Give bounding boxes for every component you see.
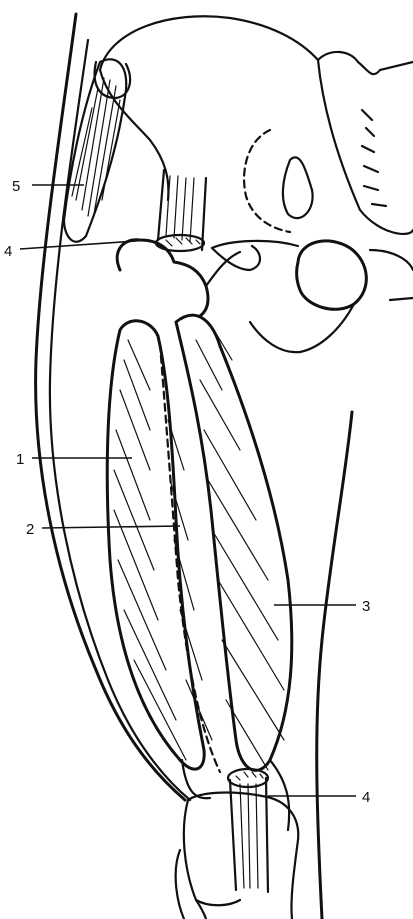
tendon-upper-cut-fibres [166,238,200,246]
label-2: 2 [26,521,34,538]
tendon-upper-fibres [166,176,194,242]
muscle-5-outline [64,59,126,241]
greater-trochanter [117,240,208,316]
label-5: 5 [12,178,20,195]
tibia-left [184,800,206,919]
tendon-lower-cut-fibres [236,772,263,780]
pelvis-body [100,70,168,200]
ischial-spine [283,157,313,218]
label-4-top: 4 [4,243,12,260]
leader-line-4-top [20,240,150,249]
muscle-3-outline [176,315,292,770]
iliac-crest [100,16,318,70]
tendon-lower-fibres [240,784,258,888]
label-4-bottom: 4 [362,789,370,806]
skin-outline-right [317,412,352,919]
label-1: 1 [16,451,24,468]
ischial-tuberosity [212,246,260,270]
tendon-upper-cut [156,235,204,251]
sacral-outline [362,110,386,206]
pelvis-upper-outline [318,52,413,74]
obturator-foramen [297,241,367,309]
label-3: 3 [362,598,370,615]
pubic-ramus [212,241,413,352]
